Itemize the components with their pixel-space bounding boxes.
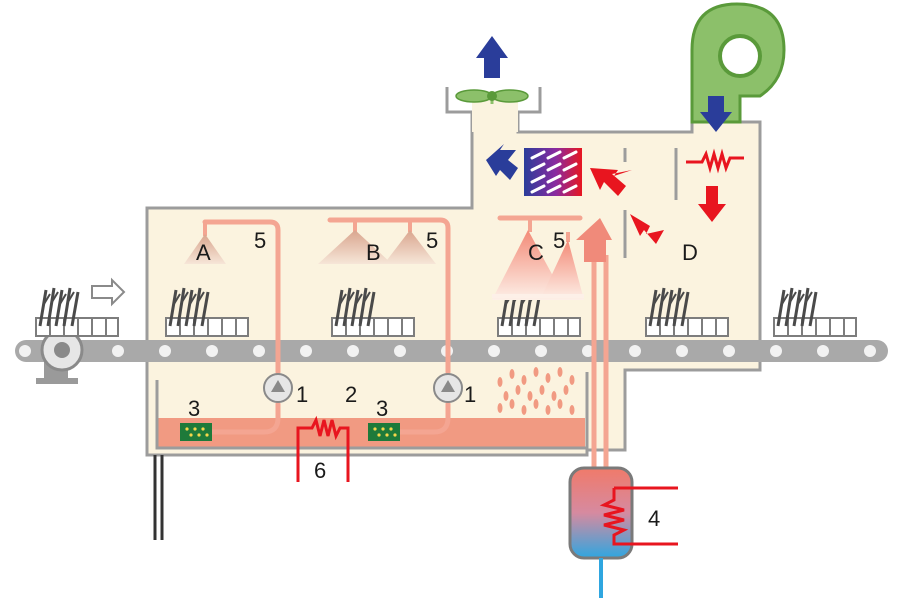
- drive-motor: [36, 328, 84, 384]
- exhaust-up-arrow: [476, 36, 508, 78]
- tank-heater-coil: [296, 415, 350, 482]
- conveyor-direction-arrow: [91, 277, 126, 307]
- hot-air-down-arrow: [698, 186, 726, 222]
- filter: [368, 423, 400, 441]
- spray-cone-b2: [384, 230, 436, 264]
- hot-air-arrow: [630, 214, 664, 244]
- blower-fan: [690, 2, 786, 124]
- fresh-air-down-arrow: [700, 96, 732, 132]
- heat-exchanger: [524, 148, 582, 196]
- exhaust-air-arrow: [486, 144, 518, 180]
- pipe-label-5b: 5: [426, 228, 438, 253]
- boiler-label-4: 4: [648, 506, 660, 531]
- filter-label-3b: 3: [376, 396, 388, 421]
- exhaust-fan: [455, 89, 529, 104]
- tank-label-2: 2: [345, 382, 357, 407]
- conveyor: [15, 340, 888, 362]
- spray-pipe: [327, 217, 451, 375]
- booster-boiler: [568, 466, 678, 598]
- return-pipe: [397, 401, 451, 435]
- hot-air-arrow: [590, 168, 632, 196]
- zone-label-b: B: [366, 240, 381, 265]
- spray-cone-c1: [492, 230, 566, 300]
- pipe-label-5c: 5: [553, 228, 565, 253]
- pipe-label-5a: 5: [254, 228, 266, 253]
- machine-chamber: [145, 110, 762, 457]
- steam-droplets: [497, 367, 575, 415]
- heater-label-6: 6: [314, 458, 326, 483]
- zone-label-a: A: [196, 240, 211, 265]
- riser-up-arrow: [576, 218, 612, 262]
- dish-rack: [772, 286, 858, 338]
- pump-label-1a: 1: [296, 382, 308, 407]
- zone-label-c: C: [528, 240, 544, 265]
- spray-cone-c2: [540, 240, 584, 300]
- pump-label-1b: 1: [464, 382, 476, 407]
- spray-cone-b1: [318, 230, 392, 264]
- return-pipe: [202, 401, 281, 435]
- pump: [433, 373, 463, 403]
- filter: [180, 423, 212, 441]
- pump: [263, 373, 293, 403]
- spray-cone-a: [184, 234, 226, 264]
- dryer-heater-coil: [686, 148, 744, 174]
- spray-pipe: [202, 219, 281, 375]
- exhaust-chimney: [445, 87, 542, 114]
- filter-label-3a: 3: [188, 396, 200, 421]
- zone-label-d: D: [682, 240, 698, 265]
